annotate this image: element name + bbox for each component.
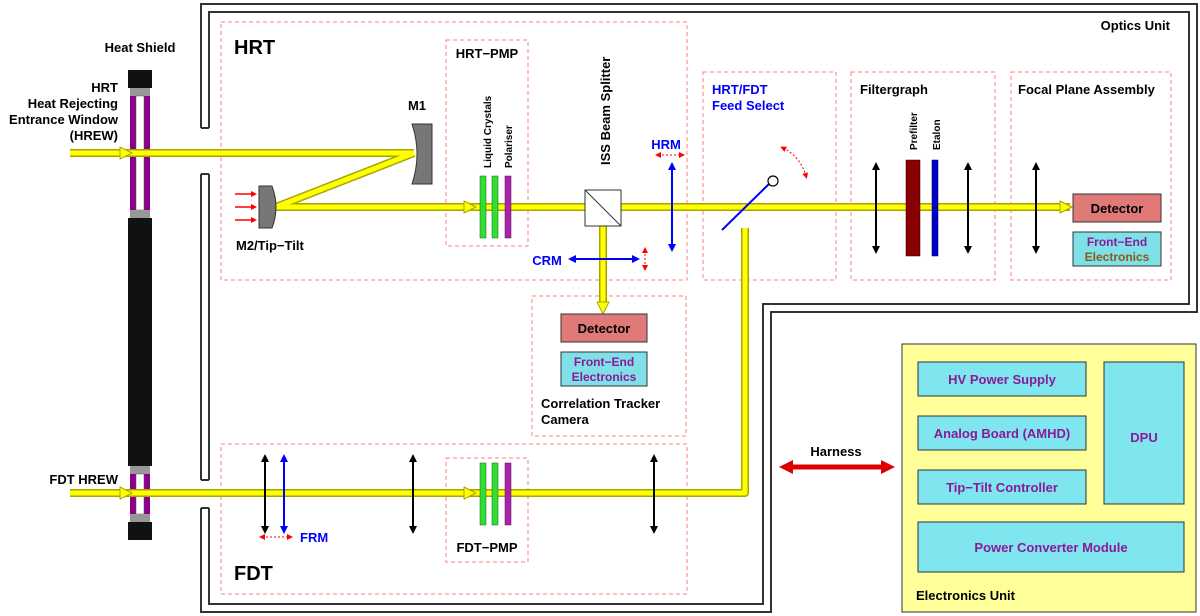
power-converter-label: Power Converter Module — [974, 540, 1127, 555]
fdt-hrew-label: FDT HREW — [49, 472, 118, 487]
heat-shield — [128, 70, 152, 540]
fpa-fee-label-line2: Electronics — [1085, 250, 1150, 264]
fdt-liquid-crystal-2 — [491, 462, 499, 526]
feed-select-pivot — [767, 175, 779, 187]
hrt-liquid-crystal-2 — [491, 175, 499, 239]
feed-select-rotation-arrow — [780, 146, 809, 179]
fpa-fee-box — [1072, 231, 1162, 267]
electronics-unit-label: Electronics Unit — [916, 588, 1016, 603]
feed-select-box — [702, 71, 837, 281]
tip-tilt-actuator-arrows — [235, 191, 257, 223]
analog-board-box — [917, 415, 1087, 451]
hv-power-supply-label: HV Power Supply — [948, 372, 1056, 387]
feed-select-title-line2: Feed Select — [712, 98, 785, 113]
ct-fee-box — [560, 351, 648, 387]
liquid-crystals-label: Liquid Crystals — [483, 95, 494, 168]
fdt-polariser — [504, 462, 512, 526]
focal-plane-title: Focal Plane Assembly — [1018, 82, 1156, 97]
beam-splitter — [584, 189, 622, 227]
etalon-label: Etalon — [932, 119, 943, 150]
hrt-title: HRT — [234, 37, 275, 59]
filtergraph-title: Filtergraph — [860, 82, 928, 97]
ct-detector-box — [560, 313, 648, 343]
hrt-pmp-box — [445, 39, 529, 247]
polariser-label: Polariser — [504, 125, 515, 168]
optics-unit-label: Optics Unit — [1101, 18, 1171, 33]
heat-shield-label: Heat Shield — [105, 40, 176, 55]
fdt-liquid-crystal-1 — [479, 462, 487, 526]
fpa-fee-label-line1: Front−End — [1087, 235, 1147, 249]
hrt-pmp-title: HRT−PMP — [456, 46, 519, 61]
prefilter — [905, 159, 921, 257]
fdt-pmp-title: FDT−PMP — [456, 540, 517, 555]
hrt-hrew-label-line3: Entrance Window — [9, 112, 119, 127]
hrt-liquid-crystal-1 — [479, 175, 487, 239]
hv-power-supply-box — [917, 361, 1087, 397]
hrt-hrew-label-line4: (HREW) — [70, 128, 118, 143]
prefilter-label: Prefilter — [909, 112, 920, 150]
power-converter-box — [917, 521, 1185, 573]
ct-fee-label-line2: Electronics — [572, 370, 637, 384]
hrt-hrew-label-line1: HRT — [91, 80, 118, 95]
frm-label: FRM — [300, 530, 328, 545]
fdt-pmp-box — [445, 457, 529, 563]
fdt-title: FDT — [234, 563, 273, 585]
ct-fee-label-line1: Front−End — [574, 355, 634, 369]
analog-board-label: Analog Board (AMHD) — [934, 426, 1071, 441]
ct-title-line1: Correlation Tracker — [541, 396, 660, 411]
tip-tilt-controller-label: Tip−Tilt Controller — [946, 480, 1058, 495]
fdt-box — [220, 443, 688, 595]
m2-label: M2/Tip−Tilt — [236, 238, 304, 253]
m1-label: M1 — [408, 98, 426, 113]
m1-mirror — [411, 123, 433, 185]
fpa-detector-label: Detector — [1091, 201, 1144, 216]
beam-splitter-label: ISS Beam Splitter — [598, 57, 613, 165]
crm-label: CRM — [532, 253, 562, 268]
focal-plane-box — [1010, 71, 1172, 281]
ct-detector-label: Detector — [578, 321, 631, 336]
tip-tilt-controller-box — [917, 469, 1087, 505]
optics-unit-enclosure — [200, 3, 1198, 613]
hrm-label: HRM — [651, 137, 681, 152]
etalon — [931, 159, 939, 257]
hrt-polariser — [504, 175, 512, 239]
fpa-detector-box — [1072, 193, 1162, 223]
hrt-hrew-label-line2: Heat Rejecting — [28, 96, 118, 111]
dpu-label: DPU — [1130, 430, 1157, 445]
ct-title-line2: Camera — [541, 412, 589, 427]
harness-label: Harness — [810, 444, 861, 459]
m2-mirror — [258, 185, 277, 229]
feed-select-mirror — [721, 182, 771, 231]
filtergraph-box — [850, 71, 996, 281]
feed-select-title-line1: HRT/FDT — [712, 82, 768, 97]
dpu-box — [1103, 361, 1185, 505]
correlation-tracker-box — [531, 295, 687, 437]
